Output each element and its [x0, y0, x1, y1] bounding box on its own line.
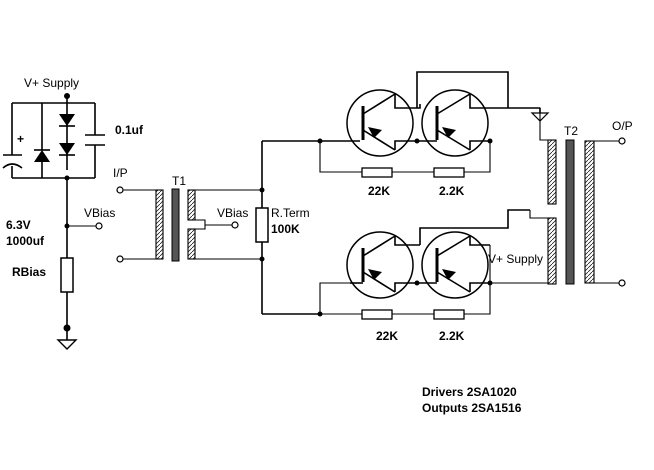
vbias-mid-label: VBias	[217, 206, 248, 220]
output-transformer-section: T2 O/P	[489, 107, 633, 287]
t2-secondary	[584, 140, 595, 284]
output-label: O/P	[612, 119, 633, 133]
upper-output-node	[487, 138, 493, 144]
upper-darlington-pair: 22K 2.2K	[262, 71, 550, 198]
t1-primary-winding	[155, 189, 164, 260]
bias-diode-lower	[59, 143, 75, 156]
t1-output-wires	[195, 189, 262, 260]
ground-icon	[56, 339, 78, 350]
output-wires	[594, 140, 619, 284]
upper-driver-resistor-value: 22K	[368, 184, 390, 198]
t2-lower-primary-wire	[489, 210, 549, 284]
rterm-resistor	[255, 207, 269, 243]
upper-driver-resistor	[361, 167, 393, 178]
rbias-label: RBias	[12, 265, 46, 279]
t1-secondary-lower	[187, 228, 196, 260]
electrolytic-voltage-label: 6.3V	[6, 218, 31, 232]
output-terminal-top	[618, 137, 626, 145]
film-capacitor-value: 0.1uf	[115, 123, 144, 137]
lower-collector-loop	[419, 209, 530, 245]
upper-output-resistor-value: 2.2K	[439, 184, 465, 198]
electrolytic-capacitance-label: 1000uf	[6, 234, 45, 248]
t2-primary-upper	[547, 139, 557, 205]
t1-center-tap-wire	[195, 219, 232, 230]
input-label: I/P	[113, 166, 128, 180]
upper-output-resistor	[433, 167, 465, 178]
t2-primary-lower	[547, 217, 557, 285]
upper-driver-transistor	[320, 89, 414, 157]
lower-driver-resistor	[361, 309, 393, 320]
lower-output-wires	[469, 236, 490, 292]
upper-emitter-node	[414, 138, 420, 144]
vbias-mid-terminal	[231, 221, 239, 229]
rterm-top-node	[259, 187, 265, 193]
capacitor-plus-sign: +	[17, 132, 24, 146]
vplus-supply-label: V+ Supply	[24, 76, 79, 90]
input-wires	[123, 189, 158, 260]
input-terminal-top	[116, 186, 124, 194]
lower-output-resistor	[433, 309, 465, 320]
t2-label: T2	[564, 124, 578, 138]
film-capacitor	[85, 103, 105, 178]
upper-resistor-wires	[352, 141, 491, 173]
termination-resistor-section: R.Term 100K	[255, 141, 310, 314]
t1-core	[171, 188, 180, 262]
outputs-note: Outputs 2SA1516	[422, 401, 522, 415]
output-terminal-bottom	[618, 279, 626, 287]
rterm-name: R.Term	[271, 206, 310, 220]
bias-diode-upper	[59, 114, 75, 127]
upper-output-transistor	[421, 89, 489, 157]
lower-darlington-pair: 22K 2.2K V+ Supply	[262, 209, 543, 343]
lower-driver-resistor-value: 22K	[376, 329, 398, 343]
lower-pair-interconnect	[394, 236, 437, 292]
input-terminal-bottom	[116, 255, 124, 263]
lower-driver-base-feed	[319, 282, 350, 314]
lower-output-resistor-value: 2.2K	[439, 329, 465, 343]
lower-driver-transistor	[346, 231, 414, 299]
t1-label: T1	[172, 174, 186, 188]
rterm-value: 100K	[271, 222, 300, 236]
vplus-supply-right-label: V+ Supply	[488, 252, 543, 266]
bias-supply-section: V+ Supply +	[2, 76, 144, 350]
lower-emitter-node	[414, 280, 420, 286]
t2-upper-primary-wire	[508, 107, 549, 141]
vbias-left-label: VBias	[84, 206, 115, 220]
t1-secondary-upper	[187, 189, 196, 221]
ground-node	[63, 324, 71, 332]
input-section: I/P T1 VBias	[113, 166, 262, 263]
bias-diode-left	[34, 103, 50, 178]
lower-output-transistor	[421, 231, 489, 299]
lower-resistor-wires	[320, 283, 491, 315]
rbias-resistor	[60, 257, 74, 293]
rterm-bottom-node	[259, 256, 265, 262]
t2-core	[565, 139, 575, 285]
upper-collector-loop	[416, 71, 509, 108]
upper-pair-interconnect	[394, 94, 437, 150]
upper-driver-base-feed	[319, 141, 352, 173]
electrolytic-capacitor: +	[2, 103, 24, 178]
drivers-note: Drivers 2SA1020	[422, 385, 517, 399]
vbias-node	[64, 223, 70, 229]
vbias-left-terminal	[95, 222, 103, 230]
